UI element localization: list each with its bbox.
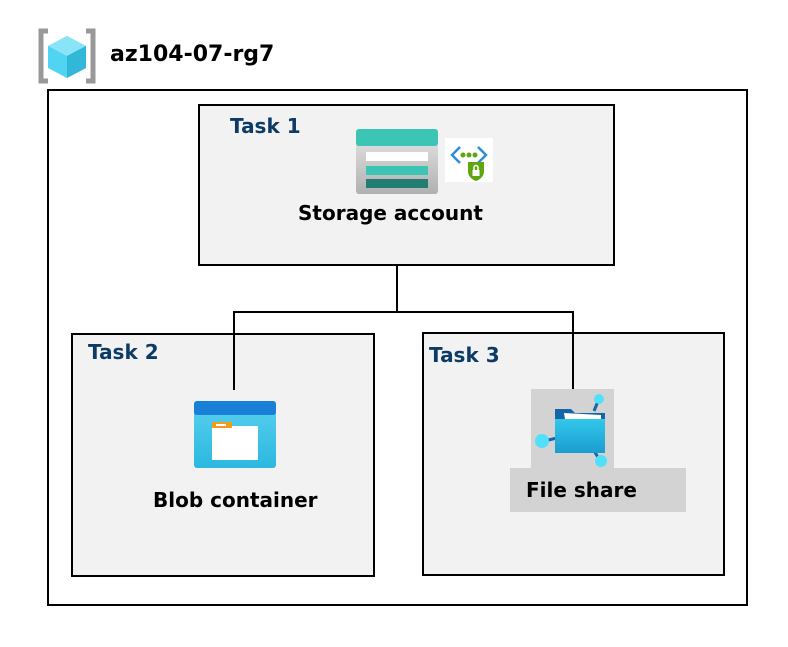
task-2-label: Task 2 (88, 340, 159, 364)
resource-group-icon (38, 28, 96, 84)
storage-account-label: Storage account (298, 201, 483, 225)
connector-line (396, 237, 398, 313)
file-share-label-background (510, 468, 686, 512)
storage-account-icon (356, 129, 438, 194)
file-share-icon (535, 394, 607, 467)
resource-group-container (47, 89, 748, 606)
task-3-label: Task 3 (429, 343, 500, 367)
task-1-label: Task 1 (230, 114, 301, 138)
private-endpoint-icon (445, 138, 493, 182)
connector-line (233, 311, 574, 313)
resource-group-name: az104-07-rg7 (110, 42, 275, 67)
file-share-label: File share (526, 478, 637, 502)
blob-container-label: Blob container (153, 488, 318, 512)
blob-container-icon (194, 401, 276, 468)
connector-line (572, 311, 574, 389)
connector-line (233, 311, 235, 390)
